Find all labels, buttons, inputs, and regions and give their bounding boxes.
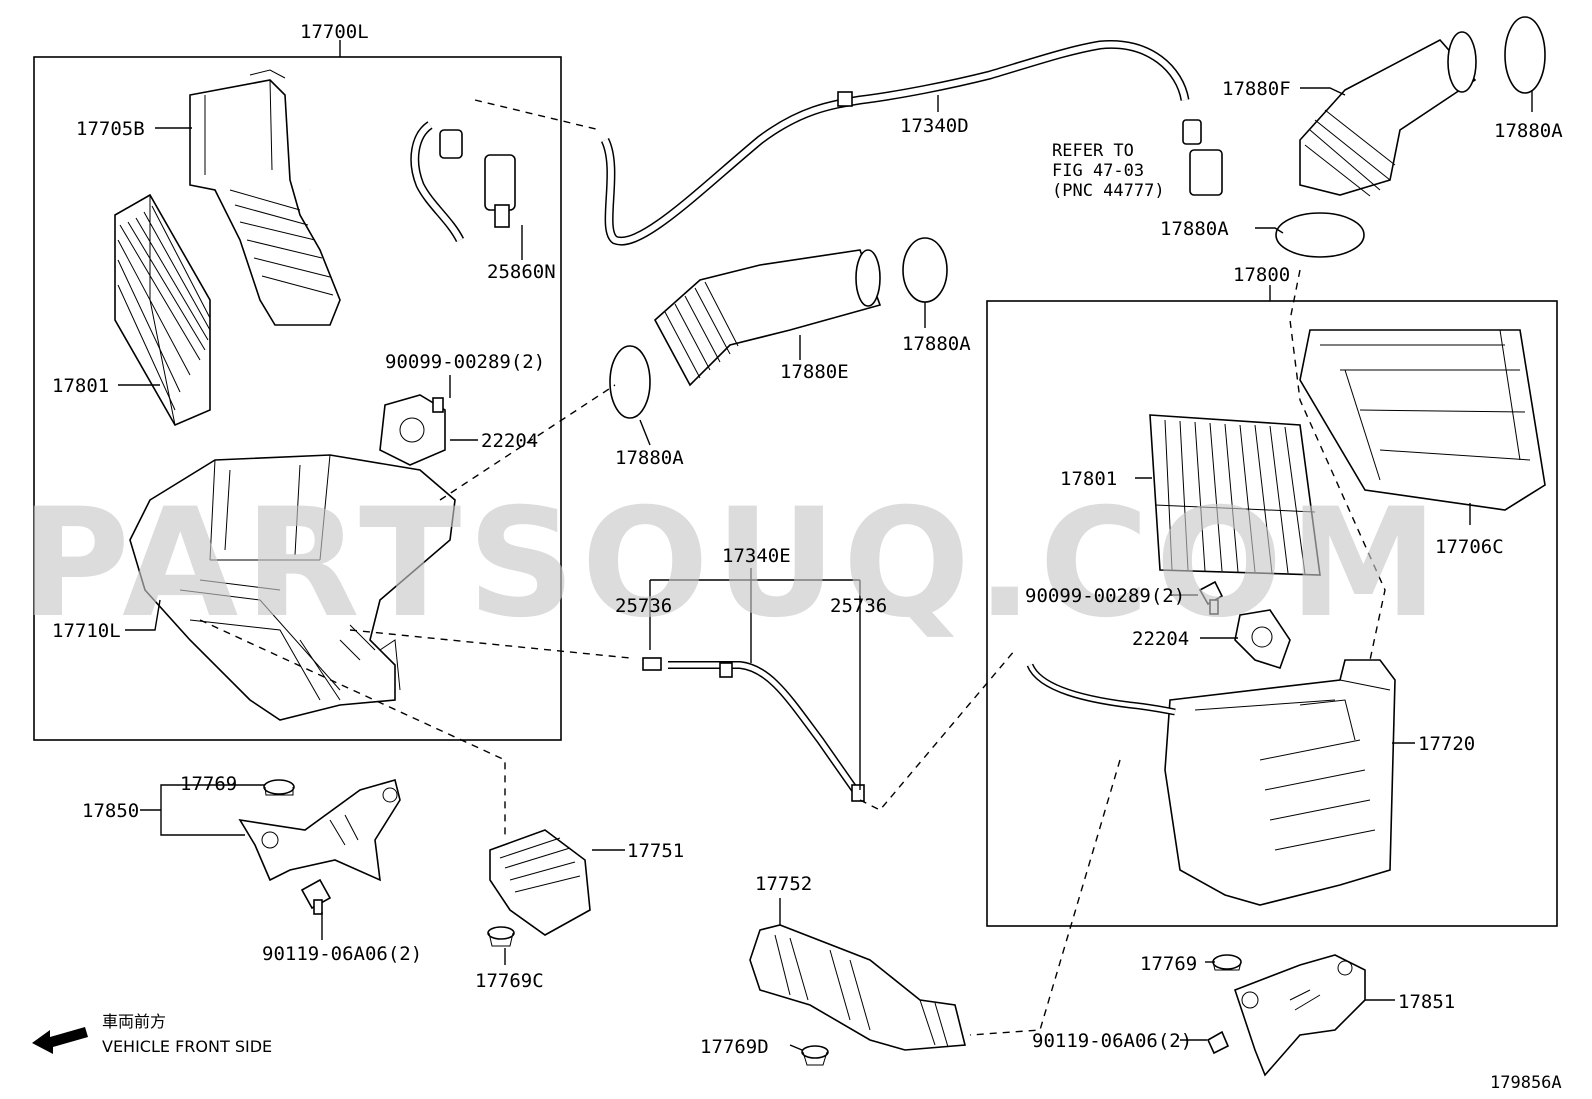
part-17769-grommet-b[interactable] [1212, 954, 1242, 971]
label-25736-right[interactable]: 25736 [830, 595, 887, 617]
part-17769-grommet-a[interactable] [263, 779, 295, 796]
part-17880A-clamp-center[interactable] [609, 237, 948, 419]
label-17752[interactable]: 17752 [755, 873, 812, 895]
label-17769-left[interactable]: 17769 [180, 773, 237, 795]
refer-note-line2: FIG 47-03 [1052, 161, 1144, 181]
label-25736-left[interactable]: 25736 [615, 595, 672, 617]
part-17801-filter-right[interactable] [1149, 414, 1321, 576]
figure-id: 179856A [1490, 1073, 1562, 1093]
label-17801-right[interactable]: 17801 [1060, 468, 1117, 490]
label-17769-right[interactable]: 17769 [1140, 953, 1197, 975]
label-17706C[interactable]: 17706C [1435, 536, 1504, 558]
label-17720[interactable]: 17720 [1418, 733, 1475, 755]
label-90119-right[interactable]: 90119-06A06(2) [1032, 1030, 1192, 1052]
label-25860N[interactable]: 25860N [487, 261, 556, 283]
label-17705B[interactable]: 17705B [76, 118, 145, 140]
part-17710L-case[interactable] [129, 454, 456, 721]
part-17752-duct[interactable] [749, 924, 967, 1051]
part-17880A-clamp-right[interactable] [1275, 16, 1546, 258]
part-17769C-grommet[interactable] [487, 926, 515, 947]
label-17340D[interactable]: 17340D [900, 115, 969, 137]
part-17340D-hose[interactable] [600, 39, 1223, 246]
label-17769C[interactable]: 17769C [475, 970, 544, 992]
label-22204-right[interactable]: 22204 [1132, 628, 1189, 650]
watermark-text: PARTSOUQ.COM [20, 477, 1444, 651]
part-17706C-cap[interactable] [1299, 329, 1546, 511]
part-90119-bolt-a[interactable] [300, 878, 332, 915]
label-17880E[interactable]: 17880E [780, 361, 849, 383]
label-17340E[interactable]: 17340E [722, 545, 791, 567]
part-22204-left[interactable] [379, 394, 446, 466]
label-17880A-right[interactable]: 17880A [1160, 218, 1229, 240]
vehicle-front-legend: 車両前方 VEHICLE FRONT SIDE [32, 1012, 272, 1056]
part-25860N-sensor-hose[interactable] [307, 121, 516, 264]
label-17851[interactable]: 17851 [1398, 991, 1455, 1013]
refer-note-line3: (PNC 44777) [1052, 181, 1165, 201]
part-17880E-hose[interactable] [653, 249, 882, 387]
refer-note-line1: REFER TO [1052, 141, 1134, 161]
part-17720-case[interactable] [1026, 659, 1396, 906]
part-90099-bolt-b[interactable] [1198, 580, 1224, 615]
part-22204-right[interactable] [1234, 609, 1291, 669]
part-17851-bracket[interactable] [1233, 954, 1366, 1077]
label-17751[interactable]: 17751 [627, 840, 684, 862]
label-90099-left[interactable]: 90099-00289(2) [385, 351, 545, 373]
part-17751-duct[interactable] [489, 829, 591, 936]
legend-en-text: VEHICLE FRONT SIDE [102, 1037, 272, 1056]
label-17700L[interactable]: 17700L [300, 21, 369, 43]
leader-lines [118, 40, 1533, 1051]
label-17769D[interactable]: 17769D [700, 1036, 769, 1058]
legend-jp-text: 車両前方 [102, 1012, 166, 1031]
label-17880A-left[interactable]: 17880A [615, 447, 684, 469]
label-17880F[interactable]: 17880F [1222, 78, 1291, 100]
part-17880F-hose[interactable] [1299, 31, 1477, 197]
part-17801-filter-left[interactable] [114, 193, 211, 427]
label-17880A-top-right[interactable]: 17880A [1494, 120, 1563, 142]
front-arrow-icon [32, 1027, 88, 1054]
dashed-lines [199, 99, 1386, 1036]
label-17850[interactable]: 17850 [82, 800, 139, 822]
label-22204-left[interactable]: 22204 [481, 430, 538, 452]
assembly-frame-17800 [986, 300, 1558, 927]
assembly-frame-17700L [33, 56, 562, 741]
part-17769D-grommet[interactable] [801, 1045, 829, 1066]
label-90119-left[interactable]: 90119-06A06(2) [262, 943, 422, 965]
part-17850-bracket[interactable] [238, 779, 401, 882]
label-17801-left[interactable]: 17801 [52, 375, 109, 397]
label-17710L[interactable]: 17710L [52, 620, 121, 642]
label-17800[interactable]: 17800 [1233, 264, 1290, 286]
part-17705B-cap[interactable] [189, 69, 341, 326]
label-17880A-center[interactable]: 17880A [902, 333, 971, 355]
part-17340E-pipe[interactable] [642, 657, 865, 802]
label-90099-right[interactable]: 90099-00289(2) [1025, 585, 1185, 607]
part-90119-bolt-b[interactable] [1206, 1030, 1230, 1055]
